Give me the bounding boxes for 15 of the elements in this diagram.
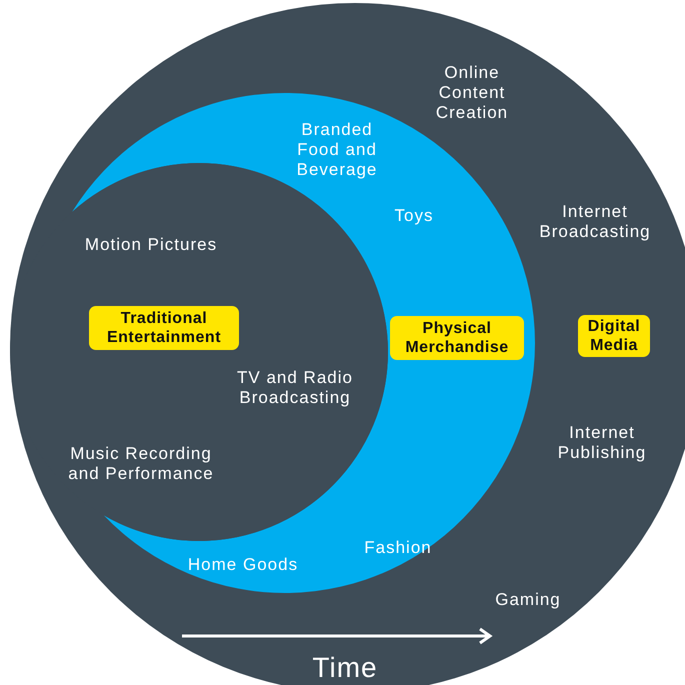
title-badge: Digital Media: [578, 315, 650, 357]
category-label: TV and Radio Broadcasting: [236, 368, 354, 408]
category-label: Music Recording and Performance: [67, 444, 215, 484]
axis-label: Time: [312, 652, 378, 684]
category-label: Gaming: [494, 590, 562, 610]
title-badge: Physical Merchandise: [390, 316, 524, 360]
category-label: Home Goods: [186, 555, 300, 575]
category-label: Fashion: [363, 538, 433, 558]
title-badge: Traditional Entertainment: [89, 306, 239, 350]
category-label: Online Content Creation: [434, 63, 510, 123]
category-label: Internet Broadcasting: [538, 202, 652, 242]
category-label: Internet Publishing: [556, 423, 648, 463]
category-label: Motion Pictures: [84, 235, 218, 255]
category-label: Toys: [394, 206, 434, 226]
category-label: Branded Food and Beverage: [296, 120, 378, 180]
